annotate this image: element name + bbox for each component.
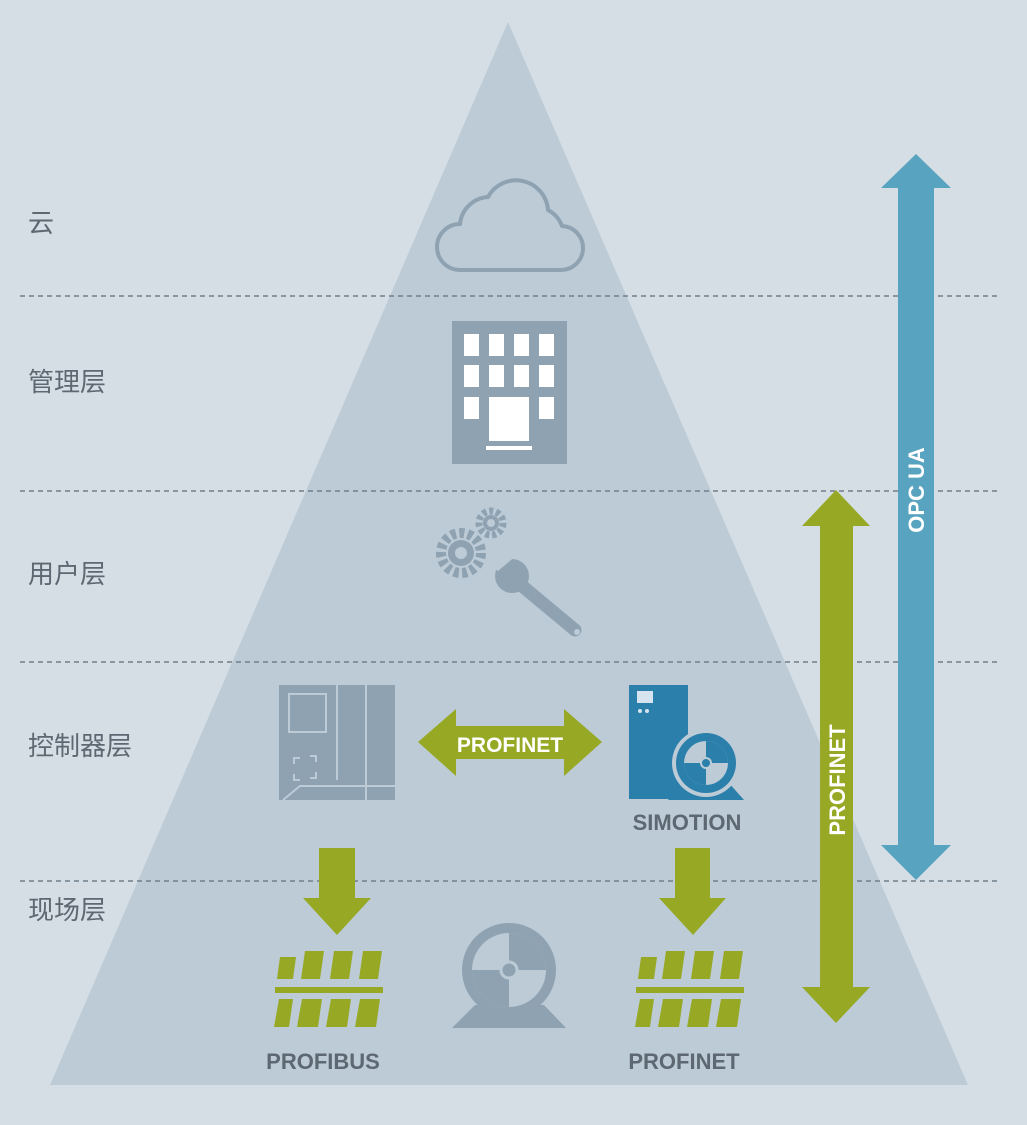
opc-ua-label: OPC UA xyxy=(904,447,929,533)
gears-wrench-icon xyxy=(436,507,582,637)
profibus-network-icon xyxy=(274,951,383,1027)
fan-motor-icon xyxy=(452,923,566,1028)
layer-dividers xyxy=(20,295,1000,882)
cloud-icon xyxy=(435,178,585,273)
down-arrow-profibus xyxy=(303,848,371,935)
layer-label-management: 管理层 xyxy=(28,368,107,398)
down-arrow-profinet xyxy=(659,848,726,935)
vertical-profinet-label: PROFINET xyxy=(825,724,850,836)
layer-label-field: 现场层 xyxy=(28,896,107,926)
layer-label-controller: 控制器层 xyxy=(28,732,133,762)
layer-label-user: 用户层 xyxy=(28,560,107,590)
profibus-label: PROFIBUS xyxy=(266,1049,380,1074)
layer-label-cloud: 云 xyxy=(28,209,55,239)
building-icon xyxy=(452,321,567,464)
drive-motor-icon xyxy=(629,685,744,800)
vertical-profinet-arrow xyxy=(802,490,870,1023)
profinet-double-arrow xyxy=(418,709,602,776)
profinet-bottom-label: PROFINET xyxy=(628,1049,740,1074)
vertical-opc-ua-arrow xyxy=(881,154,951,880)
profinet-network-icon xyxy=(635,951,744,1027)
profinet-arrow-label: PROFINET xyxy=(457,734,563,757)
plc-controller-icon xyxy=(279,685,395,801)
simotion-label: SIMOTION xyxy=(633,810,742,835)
